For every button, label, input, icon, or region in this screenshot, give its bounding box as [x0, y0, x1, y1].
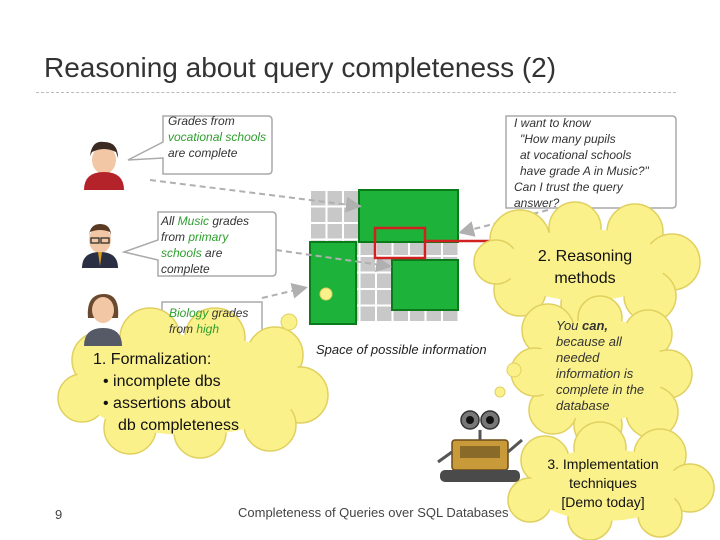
cloud-dot — [494, 386, 506, 398]
question-line: have grade A in Music?" — [520, 164, 649, 178]
grid-cell — [377, 273, 392, 288]
grid-cell — [311, 191, 326, 206]
query-box — [373, 226, 427, 260]
page-number: 9 — [55, 507, 63, 522]
formalization-heading: 1. Formalization: — [93, 351, 212, 368]
statement-1-part: are complete — [168, 146, 238, 160]
person-woman-icon — [84, 294, 122, 346]
implementation-line: techniques — [569, 475, 637, 491]
grid-cell — [360, 306, 375, 321]
implementation-cloud — [507, 421, 715, 540]
grid-cell — [311, 224, 326, 239]
statement-text-3: Biology grades from high — [169, 305, 261, 337]
statement-1-highlight-schools: schools — [225, 130, 267, 144]
statement-text-2: All Music grades from primary schools ar… — [161, 213, 271, 277]
reasoning-text: 2. Reasoning methods — [510, 246, 660, 290]
reasoning-cloud — [473, 201, 701, 329]
reasoning-line: 2. Reasoning — [537, 248, 633, 265]
grid-cell — [360, 257, 375, 272]
statement-2-part: All — [161, 214, 178, 228]
formalization-text: 1. Formalization: • incomplete dbs • ass… — [93, 349, 293, 437]
grid-cell — [377, 240, 392, 255]
arrow-statement-3 — [261, 282, 308, 299]
answer-emphasis: can, — [582, 318, 609, 333]
question-line: answer? — [514, 196, 560, 210]
statement-2-highlight-music: Music — [177, 214, 210, 228]
statement-text-1: Grades from vocational schools are compl… — [168, 113, 268, 161]
cloud-dot — [506, 362, 522, 378]
statement-3-highlight-biology: Biology — [169, 306, 209, 320]
grid-cell — [360, 240, 375, 255]
statement-2-part: grades from — [161, 214, 250, 244]
cloud-dot — [319, 287, 333, 301]
answer-text: You can, because all needed information … — [556, 318, 648, 414]
question-bubble — [505, 115, 677, 209]
grid-cell — [443, 240, 458, 255]
statement-2-highlight-schools: schools — [161, 246, 202, 260]
arrow-statement-2 — [275, 249, 392, 273]
formalization-item: • assertions about — [103, 395, 231, 412]
diagram-caption: Space of possible information — [316, 342, 487, 357]
cloud-dot — [280, 313, 298, 331]
complete-area-biology — [391, 259, 459, 311]
question-line: Can I trust the query — [514, 180, 623, 194]
statement-2-highlight-primary: primary — [188, 230, 229, 244]
answer-part: You — [556, 318, 583, 333]
grid-cell — [344, 207, 359, 222]
grid-cell — [393, 240, 408, 255]
formalization-item: db completeness — [118, 417, 239, 434]
implementation-line: [Demo today] — [561, 494, 645, 510]
complete-area-music — [309, 241, 357, 325]
statement-2-part: are complete — [161, 246, 223, 276]
statement-3-part: grades from — [169, 306, 249, 336]
grid-cell — [410, 240, 425, 255]
reasoning-line: methods — [554, 270, 616, 287]
statement-bubble-1 — [127, 115, 273, 175]
person-glasses-icon — [82, 224, 118, 268]
statement-1-part: Grades from — [168, 114, 235, 128]
robot-icon — [437, 410, 523, 482]
question-line: at vocational schools — [520, 148, 632, 162]
statement-3-highlight-high: high — [196, 322, 220, 336]
question-line: "How many pupils — [520, 132, 616, 146]
grid-cell — [377, 290, 392, 305]
question-line: I want to know — [514, 116, 591, 130]
grid-cell — [360, 290, 375, 305]
grid-cell — [377, 306, 392, 321]
implementation-text: 3. Implementation techniques [Demo today… — [528, 455, 678, 512]
grid-cell — [344, 224, 359, 239]
statement-1-highlight-vocational: vocational — [168, 130, 223, 144]
grid-cell — [426, 240, 441, 255]
arrow-statement-1 — [149, 179, 362, 213]
question-text: I want to know "How many pupils at vocat… — [512, 115, 674, 211]
title-divider — [36, 92, 676, 93]
grid-cell — [344, 191, 359, 206]
grid-cell — [360, 273, 375, 288]
person-red-icon — [84, 141, 124, 190]
statement-bubble-2 — [121, 211, 277, 277]
formalization-item: • incomplete dbs — [103, 373, 221, 390]
slide-title: Reasoning about query completeness (2) — [44, 52, 557, 83]
implementation-line: 3. Implementation — [547, 456, 659, 472]
grid-cell — [327, 224, 342, 239]
answer-part: because all needed information is comple… — [556, 334, 645, 413]
grid-cell — [311, 207, 326, 222]
grid-cell — [327, 207, 342, 222]
footer-text: Completeness of Queries over SQL Databas… — [238, 505, 509, 520]
